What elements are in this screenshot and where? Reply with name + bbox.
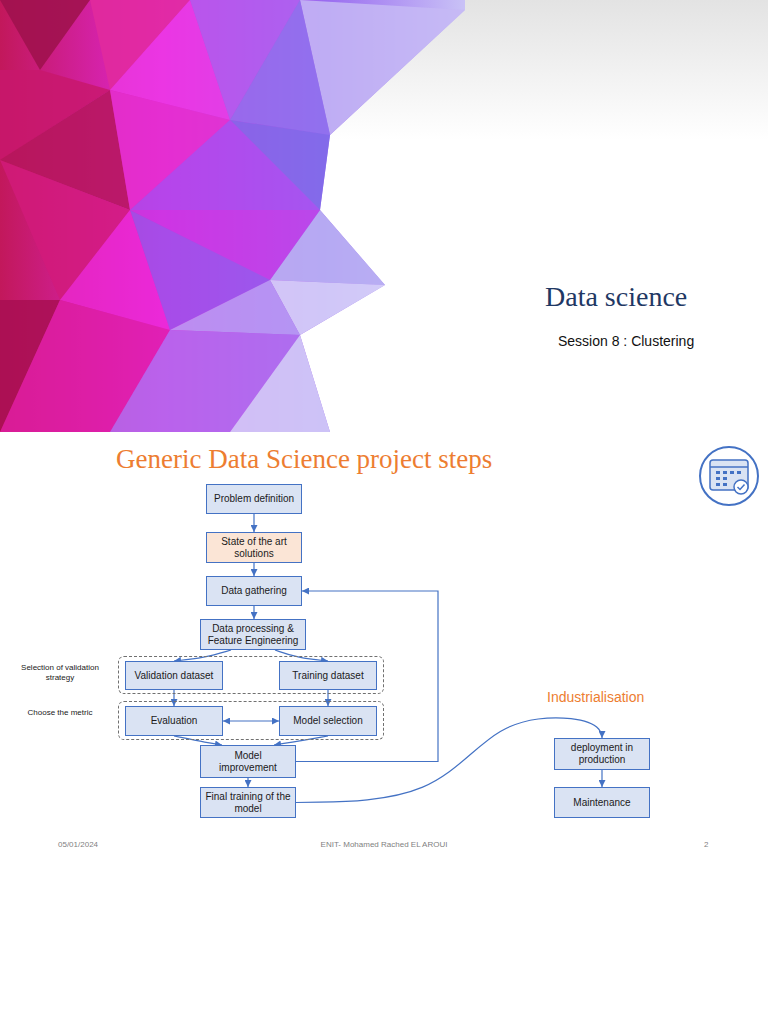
page-number: 2 (704, 840, 708, 849)
cover-title: Data science (545, 281, 687, 313)
box-text: Training dataset (292, 670, 363, 682)
process-box: Training dataset (279, 661, 377, 690)
box-text: Model selection (293, 715, 362, 727)
process-box: Maintenance (554, 787, 650, 818)
polygon-art (0, 0, 465, 432)
process-box: State of the art solutions (206, 532, 302, 563)
box-text: Data processing & Feature Engineering (205, 623, 301, 647)
box-text: State of the art solutions (211, 536, 297, 560)
flow-arrow (601, 770, 602, 787)
box-text: Data gathering (221, 585, 287, 597)
step-group: Selection of validation strategyValidati… (118, 656, 384, 694)
group-note: Choose the metric (19, 708, 101, 718)
process-box: Problem definition (206, 484, 302, 514)
slide-title: Generic Data Science project steps (116, 444, 492, 475)
flow-arrow (253, 514, 254, 532)
section-label: Industrialisation (547, 689, 644, 705)
process-box: deployment in production (554, 738, 650, 770)
process-box: Final training of the model (200, 787, 296, 818)
box-text: Maintenance (573, 797, 630, 809)
flow-arrow (274, 736, 328, 745)
process-box: Model selection (279, 706, 377, 736)
group-note: Selection of validation strategy (19, 663, 101, 683)
box-text: deployment in production (559, 742, 645, 766)
flow-arrow (253, 563, 254, 576)
process-box: Data processing & Feature Engineering (200, 619, 306, 650)
process-box: Data gathering (206, 576, 302, 606)
process-box: Model improvement (200, 745, 296, 778)
flow-arrow (173, 690, 174, 706)
box-text: Final training of the model (205, 791, 291, 815)
flow-arrow (327, 690, 328, 706)
footer-date: 05/01/2024 (58, 840, 98, 849)
flow-arrow (253, 606, 254, 619)
step-group: Choose the metricEvaluationModel selecti… (118, 701, 384, 740)
calendar-icon (700, 447, 758, 505)
flow-arrow (174, 736, 222, 745)
process-box: Validation dataset (125, 661, 223, 690)
box-text: Evaluation (151, 715, 198, 727)
flow-arrow (223, 720, 279, 721)
box-text: Validation dataset (135, 670, 214, 682)
footer-author: ENIT- Mohamed Rached EL AROUI (321, 840, 448, 849)
flow-arrow (247, 778, 248, 787)
cover-subtitle: Session 8 : Clustering (558, 333, 694, 349)
process-box: Evaluation (125, 706, 223, 736)
box-text: Problem definition (214, 493, 294, 505)
box-text: Model improvement (205, 750, 291, 774)
